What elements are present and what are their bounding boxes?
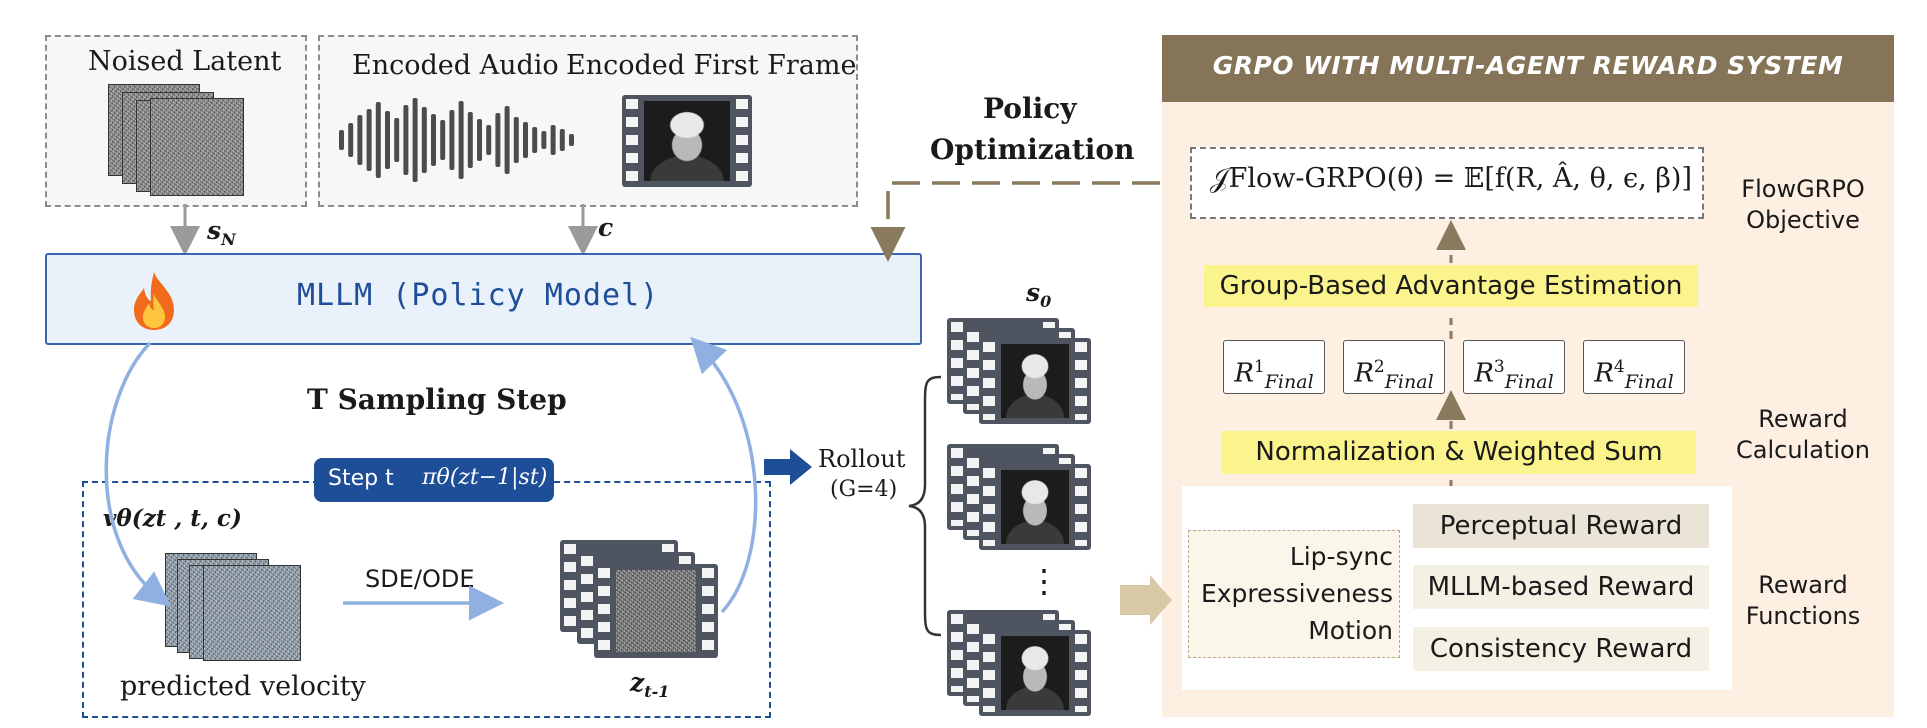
arrow-right-icon	[764, 449, 812, 485]
noised-latent-label: Noised Latent	[88, 46, 282, 77]
policy-model-label: MLLM (Policy Model)	[297, 278, 660, 313]
policy-model-box	[45, 253, 922, 345]
noise-tile-4	[150, 98, 244, 196]
final-reward-2: R2Final	[1343, 340, 1445, 394]
objective-box	[1190, 147, 1704, 219]
final-reward-1: R1Final	[1223, 340, 1325, 394]
fire-icon	[134, 272, 174, 330]
encoded-first-frame-label: Encoded First Frame	[566, 50, 857, 81]
advantage-estimation: Group-Based Advantage Estimation	[1204, 265, 1698, 307]
sampling-title: T Sampling Step	[307, 383, 567, 416]
step-badge: Step t πθ(zt−1|st)	[314, 458, 554, 502]
velocity-formula: vθ(zt , t, c)	[103, 505, 242, 532]
grpo-header	[1162, 35, 1894, 102]
policy-optimization-label-1: Policy	[983, 92, 1077, 125]
waveform-icon	[339, 98, 574, 182]
predicted-velocity-label: predicted velocity	[120, 671, 366, 702]
mllm-based-reward: MLLM-based Reward	[1413, 565, 1709, 609]
aspects-box	[1188, 530, 1400, 658]
reward-functions-label: Reward Functions	[1745, 571, 1861, 630]
final-reward-3: R3Final	[1463, 340, 1565, 394]
encoded-audio-label: Encoded Audio	[352, 50, 559, 81]
reward-calculation-label: Reward Calculation	[1736, 405, 1870, 464]
step-label: Step t	[328, 466, 394, 491]
rollout-frame	[979, 630, 1091, 716]
objective-label: FlowGRPO Objective	[1741, 175, 1865, 234]
perceptual-reward: Perceptual Reward	[1413, 504, 1709, 548]
rollout-ellipsis: ⋮	[1028, 562, 1060, 600]
c-label: c	[598, 213, 614, 242]
film-strip-icon	[622, 95, 752, 187]
solver-label: SDE/ODE	[365, 565, 475, 593]
consistency-reward: Consistency Reward	[1413, 627, 1709, 671]
grpo-header-label: GRPO WITH MULTI-AGENT REWARD SYSTEM	[1212, 51, 1844, 80]
s0-label: s0	[1026, 278, 1052, 311]
rollout-frame	[979, 338, 1091, 424]
z-prev-label: zt-1	[630, 668, 670, 701]
policy-optimization-label-2: Optimization	[930, 133, 1135, 166]
z-frame-3	[594, 564, 718, 658]
rollout-label: Rollout	[818, 445, 906, 473]
rollout-frame	[979, 464, 1091, 550]
objective-formula: 𝒥Flow-GRPO(θ) = 𝔼[f(R, Â, θ, ϵ, β)]	[1210, 163, 1692, 194]
rollout-brace	[908, 375, 942, 637]
step-formula: πθ(zt−1|st)	[422, 465, 548, 490]
final-reward-4: R4Final	[1583, 340, 1685, 394]
s-n-label: sN	[207, 216, 236, 249]
velocity-tile-4	[203, 565, 301, 661]
aspects-list: Lip-sync Expressiveness Motion	[1200, 542, 1393, 645]
normalization-weighted-sum: Normalization & Weighted Sum	[1222, 431, 1696, 474]
rollout-group: (G=4)	[830, 477, 898, 502]
